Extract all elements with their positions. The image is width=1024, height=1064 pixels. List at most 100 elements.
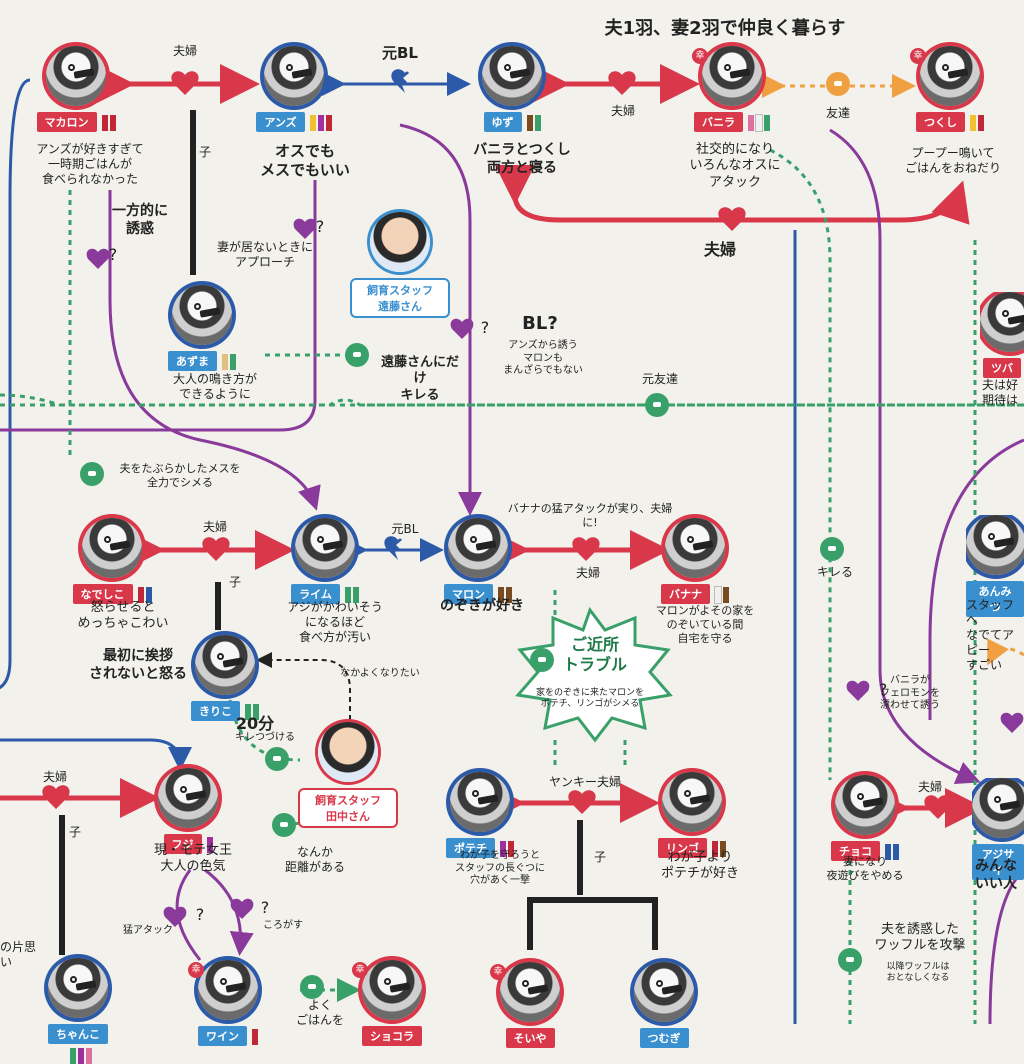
penguin-avatar <box>920 46 980 106</box>
penguin-avatar <box>634 962 694 1022</box>
note-choco: 妻になり 夜遊びをやめる <box>826 855 904 882</box>
node-banana[interactable]: バナナ <box>655 518 735 604</box>
node-nadeshiko[interactable]: なでしこ <box>72 518 152 604</box>
penguin-avatar <box>966 515 1024 575</box>
happiness-badge-icon: 幸 <box>910 48 926 64</box>
heart-icon <box>568 790 596 814</box>
broken-heart-icon <box>391 69 409 93</box>
heart-icon <box>42 785 70 809</box>
note-anmitsu: スタッフへ なでてアピー すごい <box>966 598 1015 672</box>
note-nadeshiko: 怒らせると めっちゃこわい <box>77 600 169 632</box>
node-makaron[interactable]: マカロン <box>36 46 116 132</box>
node-potechi[interactable]: ポテチ <box>440 772 520 858</box>
label-question: ? <box>315 217 325 236</box>
heart-icon <box>924 795 952 819</box>
node-tsuba[interactable]: ツバ <box>980 292 1024 378</box>
note-azuma: 大人の鳴き方が できるように <box>172 372 257 401</box>
node-kiriko[interactable]: きりこ <box>185 635 265 721</box>
name-tag: ショコラ <box>362 1026 422 1046</box>
color-band <box>508 840 514 857</box>
heart-icon <box>572 537 600 561</box>
node-chocolat[interactable]: 幸 ショコラ <box>352 960 432 1046</box>
node-chanko[interactable]: ちゃんこ <box>38 958 118 1064</box>
color-bands <box>136 584 152 603</box>
node-fuji[interactable]: フジ <box>148 768 228 854</box>
heart-icon <box>846 680 870 701</box>
penguin-avatar <box>482 46 542 106</box>
color-band <box>970 114 976 131</box>
color-band <box>325 114 332 131</box>
color-band <box>720 840 726 857</box>
node-yuzu[interactable]: ゆず <box>472 46 552 132</box>
color-band <box>137 586 144 603</box>
label-ex-bl: 元BL <box>382 44 418 62</box>
color-band <box>206 836 213 853</box>
note-banana: マロンがよその家を のぞいている間 自宅を守る <box>655 604 755 645</box>
label-question: ? <box>195 905 205 924</box>
heart-icon <box>171 71 199 95</box>
happiness-badge-icon: 幸 <box>188 962 204 978</box>
note-ringo: わが子より ポテチが好き <box>660 850 739 882</box>
penguin-mini-icon <box>80 462 104 486</box>
color-bands <box>710 838 726 857</box>
color-band <box>712 840 718 857</box>
node-anzu[interactable]: アンズ <box>254 46 334 132</box>
node-ajisai[interactable]: アジサイ <box>972 778 1024 880</box>
label-question: ? <box>480 318 490 337</box>
color-band <box>714 585 722 604</box>
note-vanilla: 社交的になり いろんなオスに アタック <box>689 142 781 190</box>
happiness-badge-icon: 幸 <box>352 962 368 978</box>
node-wine[interactable]: 幸 ワイン <box>188 960 268 1046</box>
node-anmitsu[interactable]: あんみつ <box>966 515 1024 617</box>
label-couple: 夫婦 <box>172 44 197 58</box>
penguin-avatar <box>972 778 1024 838</box>
node-maron[interactable]: マロン <box>438 518 518 604</box>
label-one-sided: 一方的に 誘惑 <box>112 203 168 237</box>
note-ajisai: みんな いい人 <box>975 858 1017 892</box>
node-vanilla[interactable]: 幸 バニラ <box>692 46 772 132</box>
label-neighbor-trouble: ご近所 トラブル <box>562 635 627 674</box>
penguin-avatar <box>500 962 560 1022</box>
staff-tanaka[interactable]: 飼育スタッフ 田中さん <box>298 722 398 828</box>
penguin-mini-icon <box>530 648 554 672</box>
trouble-burst <box>515 606 673 743</box>
color-bands <box>205 834 213 853</box>
penguin-mini-icon <box>345 343 369 367</box>
name-tag: ライム <box>291 584 340 604</box>
note-tsuba: 夫は好 期待は <box>982 378 1019 407</box>
node-azuma[interactable]: あずま <box>162 285 242 371</box>
name-tag: きりこ <box>191 701 240 721</box>
color-bands <box>883 841 899 860</box>
color-bands <box>220 351 236 370</box>
note-maron: のぞきが好き <box>440 598 524 614</box>
name-tag: リンゴ <box>658 838 707 858</box>
color-band <box>69 1047 76 1064</box>
name-tag: バニラ <box>694 112 743 132</box>
name-tag: ワイン <box>198 1026 247 1046</box>
note-potechi: わが子を守ろうと スタッフの長ぐつに 穴があく一撃 <box>455 850 545 886</box>
node-lime[interactable]: ライム <box>285 518 365 604</box>
penguin-mini-icon <box>838 948 862 972</box>
label-want-friends: なかよくなりたい <box>340 668 420 679</box>
label-bl-question: BL? <box>522 313 558 334</box>
node-soiya[interactable]: 幸 そいや <box>490 962 570 1048</box>
label-couple: 夫婦 <box>575 566 600 580</box>
color-bands <box>308 112 332 131</box>
node-tsubu[interactable]: つむぎ <box>624 962 704 1048</box>
node-tsukushi[interactable]: 幸 つくし <box>910 46 990 132</box>
name-tag: あずま <box>168 351 217 371</box>
node-ringo[interactable]: リンゴ <box>652 772 732 858</box>
penguin-avatar <box>702 46 762 106</box>
staff-endo[interactable]: 飼育スタッフ 遠藤さん <box>350 212 450 318</box>
color-band <box>85 1047 92 1064</box>
note-lime: アジがかわいそう になるほど 食べ方が汚い <box>287 600 383 644</box>
label-approach: 妻が居ないときに アプローチ <box>216 240 313 269</box>
color-band <box>344 586 351 603</box>
label-punish: 夫をたぶらかしたメスを 全力でシメる <box>119 462 241 489</box>
label-fierce-attack: 猛アタック <box>123 925 173 936</box>
penguin-avatar <box>362 960 422 1020</box>
name-tag: なでしこ <box>72 584 133 604</box>
node-choco[interactable]: チョコ <box>825 775 905 861</box>
staff-photo <box>370 212 430 272</box>
label-child: 子 <box>593 850 606 864</box>
